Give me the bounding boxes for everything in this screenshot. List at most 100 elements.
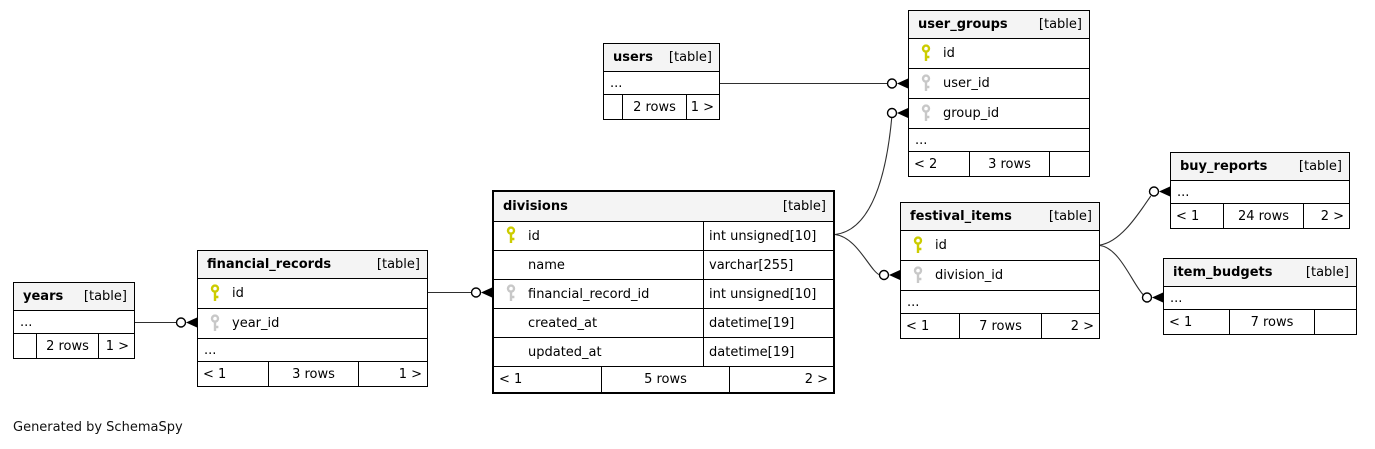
related-left	[604, 95, 622, 119]
table-header: buy_reports[table]	[1171, 153, 1349, 181]
column-name: updated_at	[528, 344, 602, 360]
column-type: datetime[19]	[703, 309, 833, 337]
row-count: 7 rows	[1229, 310, 1314, 334]
column-name: id	[232, 286, 244, 301]
table-header: user_groups[table]	[909, 11, 1089, 39]
crow-foot-arrow	[1159, 186, 1170, 197]
column-name: ...	[204, 342, 217, 358]
table-badge: [table]	[1298, 159, 1342, 174]
table-festival_items[interactable]: festival_items[table]id division_id... < 1…	[900, 202, 1100, 339]
primary-key-icon	[909, 43, 943, 64]
zero-or-one-endpoint	[470, 287, 482, 298]
table-name: festival_items	[910, 209, 1012, 224]
column-name: id	[935, 238, 947, 253]
zero-or-one-endpoint	[886, 78, 898, 89]
related-right: 1 >	[686, 95, 719, 119]
hidden-columns-row: ...	[604, 72, 719, 95]
relationship-users-user_groups	[720, 78, 908, 89]
foreign-key-icon	[901, 265, 935, 286]
relationship-festival_items-item_budgets	[1099, 244, 1163, 303]
column-name: group_id	[943, 106, 1000, 121]
table-header: users [table]	[604, 44, 719, 72]
primary-key-icon	[494, 226, 528, 246]
column-type: int unsigned[10]	[703, 222, 833, 250]
hidden-columns-row: ...	[198, 339, 427, 362]
column-name: financial_record_id	[528, 286, 650, 302]
zero-or-one-endpoint	[886, 107, 898, 119]
related-left: < 1	[1176, 208, 1200, 224]
table-badge: [table]	[668, 50, 712, 65]
related-right: 2 >	[1303, 204, 1349, 228]
table-name: divisions	[503, 199, 568, 214]
table-header: divisions[table]	[494, 192, 833, 222]
table-name: users	[613, 50, 653, 65]
row-count: 3 rows	[969, 152, 1049, 176]
foreign-key-icon	[494, 284, 528, 304]
column-name: year_id	[232, 316, 280, 331]
row-count: 5 rows	[601, 367, 729, 392]
table-badge: [table]	[83, 289, 127, 304]
column-name: ...	[20, 314, 33, 330]
related-right: 2 >	[729, 367, 833, 392]
relationship-years-financial_records	[135, 317, 197, 328]
table-name: item_budgets	[1173, 265, 1273, 280]
table-header: festival_items[table]	[901, 203, 1099, 231]
column-row-id: id	[909, 39, 1089, 69]
table-name: years	[23, 289, 64, 304]
column-name: ...	[915, 132, 928, 148]
related-left: < 1	[1169, 314, 1193, 330]
foreign-key-icon	[198, 313, 232, 334]
row-count: 7 rows	[959, 314, 1041, 338]
zero-or-one-endpoint	[878, 269, 890, 281]
column-row-id: id int unsigned[10]	[494, 222, 833, 251]
column-name: ...	[907, 294, 920, 310]
table-badge: [table]	[1305, 265, 1349, 280]
relationship-financial_records-divisions	[428, 287, 492, 298]
table-name: financial_records	[207, 257, 332, 272]
column-row-id: id	[198, 279, 427, 309]
related-left: < 2	[914, 156, 938, 172]
zero-or-one-endpoint	[1148, 186, 1160, 197]
table-badge: [table]	[376, 257, 420, 272]
table-name: user_groups	[918, 17, 1008, 32]
column-name: division_id	[935, 268, 1004, 283]
column-row-financial_record_id: financial_record_id int unsigned[10]	[494, 280, 833, 309]
generator-note: Generated by SchemaSpy	[13, 420, 183, 435]
foreign-key-icon	[909, 73, 943, 94]
related-right: 2 >	[1041, 314, 1099, 338]
row-count: 2 rows	[622, 95, 686, 119]
crow-foot-arrow	[481, 287, 492, 298]
column-row-id: id	[901, 231, 1099, 261]
hidden-columns-row: ...	[14, 311, 134, 334]
column-name: ...	[1170, 290, 1183, 306]
related-left: < 1	[203, 366, 227, 382]
column-name: id	[528, 228, 540, 244]
hidden-columns-row: ...	[1171, 181, 1349, 204]
zero-or-one-endpoint	[175, 317, 187, 328]
related-left: < 1	[499, 372, 523, 387]
related-right: 1 >	[98, 334, 134, 358]
relationship-divisions-user_groups	[834, 107, 908, 236]
relationship-divisions-festival_items	[834, 233, 900, 281]
table-item_budgets[interactable]: item_budgets [table]... < 1 7 rows	[1163, 258, 1357, 335]
table-footer: < 1 7 rows	[1164, 310, 1356, 334]
table-footer: < 2 3 rows	[909, 152, 1089, 176]
column-type: int unsigned[10]	[703, 280, 833, 308]
column-row-division_id: division_id	[901, 261, 1099, 291]
hidden-columns-row: ...	[909, 129, 1089, 152]
column-name: ...	[1177, 184, 1190, 200]
row-count: 24 rows	[1223, 204, 1303, 228]
